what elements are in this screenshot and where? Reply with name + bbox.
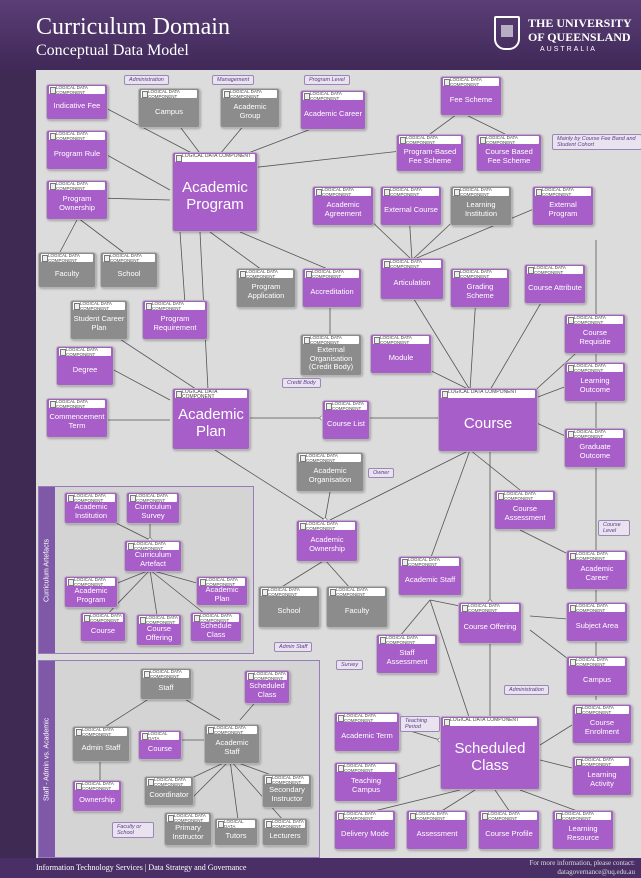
footer-contact-label: For more information, please contact: bbox=[529, 859, 635, 867]
university-country: AUSTRALIA bbox=[540, 46, 597, 53]
note-admin-staff: Admin Staff bbox=[274, 642, 313, 653]
university-crest-icon bbox=[494, 16, 520, 50]
footer-banner: Information Technology Services | Data S… bbox=[0, 858, 641, 878]
note-administration-top: Administration bbox=[124, 75, 169, 86]
university-name-line2: OF QUEENSLAND bbox=[528, 30, 631, 44]
page-subtitle: Conceptual Data Model bbox=[36, 42, 189, 59]
note-fee-band: Mainly by Course Fee Band and Student Co… bbox=[552, 134, 641, 151]
note-credit-body: Credit Body bbox=[282, 378, 321, 389]
note-course-level: Course Level bbox=[598, 520, 630, 537]
note-faculty-or-school: Faculty or School bbox=[112, 822, 154, 839]
page-title: Curriculum Domain bbox=[36, 14, 230, 40]
note-administration-low: Administration bbox=[504, 685, 549, 696]
staff-tutors[interactable]: LOGICAL DATA COMPONENTTutors bbox=[214, 818, 258, 846]
note-management: Management bbox=[212, 75, 255, 86]
university-name-line1: THE UNIVERSITY bbox=[528, 16, 632, 30]
note-teaching-period: Teaching Period bbox=[400, 716, 440, 733]
footer-left-text: Information Technology Services | Data S… bbox=[36, 863, 247, 872]
note-program-level: Program Level bbox=[304, 75, 350, 86]
note-owner: Owner bbox=[368, 468, 395, 479]
footer-contact-email[interactable]: datagovernance@uq.edu.au bbox=[557, 868, 635, 876]
header-banner: Curriculum Domain Conceptual Data Model … bbox=[0, 0, 641, 70]
note-survey: Survey bbox=[336, 660, 364, 671]
